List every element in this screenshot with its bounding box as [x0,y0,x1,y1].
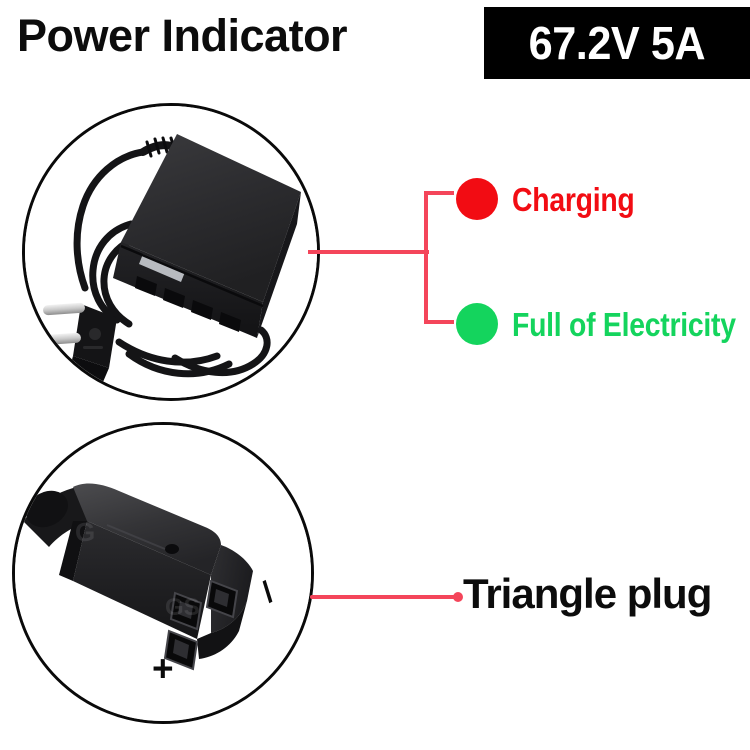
full-led-icon [456,303,498,345]
callout-label-triangle-plug: Triangle plug [463,570,712,617]
svg-text:G: G [75,517,95,547]
power-adapter-illustration [25,106,317,398]
triangle-plug-photo: G GS [12,422,314,724]
triangle-plug-illustration: G GS [15,425,311,721]
indicator-row-charging: Charging [456,178,654,220]
spec-badge-label: 67.2V 5A [528,17,706,69]
svg-text:GS: GS [165,594,200,621]
leader-line-indicators [308,191,454,324]
page-title: Power Indicator [17,10,348,61]
spec-badge: 67.2V 5A [484,7,750,79]
polarity-plus-mark: + [152,648,174,689]
indicator-row-full: Full of Electricity [456,303,750,345]
power-adapter-photo [22,103,320,401]
leader-line-triangle-plug [310,592,463,602]
indicator-label-full: Full of Electricity [512,305,736,343]
indicator-label-charging: Charging [512,180,635,218]
charging-led-icon [456,178,498,220]
